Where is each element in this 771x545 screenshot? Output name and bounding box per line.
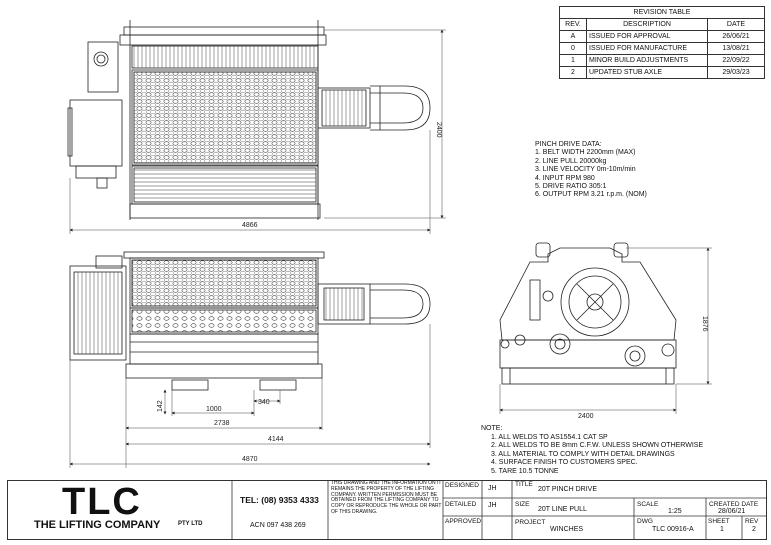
project-label: PROJECT <box>515 519 546 526</box>
title-block-grid <box>231 480 767 540</box>
approved-label: APPROVED <box>445 518 482 525</box>
dim-340: 340 <box>258 399 270 406</box>
dim-1000: 1000 <box>206 406 222 413</box>
rev-cell: A <box>559 30 587 43</box>
company-name: THE LIFTING COMPANY <box>34 519 161 531</box>
table-row: 1 MINOR BUILD ADJUSTMENTS 22/09/22 <box>559 54 765 67</box>
dimension-labels: 4866 2400 142 1000 340 2738 4144 4870 24… <box>157 122 708 463</box>
revision-header-row: REV. DESCRIPTION DATE <box>559 18 765 31</box>
top-view <box>67 20 431 220</box>
pinch-item: 1. BELT WIDTH 2200mm (MAX) <box>535 149 636 157</box>
created-label: CREATED DATE <box>709 501 759 508</box>
description-cell: MINOR BUILD ADJUSTMENTS <box>586 54 708 67</box>
project-value: WINCHES <box>550 526 584 533</box>
scale-label: SCALE <box>637 501 659 508</box>
company-acn: ACN 097 438 269 <box>250 522 306 529</box>
size-label: SIZE <box>515 501 530 508</box>
pinch-item: 5. DRIVE RATIO 305:1 <box>535 183 607 191</box>
header-description: DESCRIPTION <box>586 18 708 31</box>
created-value: 28/06/21 <box>718 508 746 515</box>
dwg-label: DWG <box>637 518 653 525</box>
detailed-value: JH <box>488 502 497 509</box>
revision-table: REVISION TABLE REV. DESCRIPTION DATE A I… <box>559 6 765 79</box>
pinch-item: 3. LINE VELOCITY 0m-10m/min <box>535 166 636 174</box>
note-item: 2. ALL WELDS TO BE 8mm C.F.W. UNLESS SHO… <box>491 442 704 450</box>
pinch-item: 2. LINE PULL 20000kg <box>535 157 607 165</box>
dim-4144: 4144 <box>268 436 284 443</box>
front-view <box>69 251 431 391</box>
rev-cell: 1 <box>559 54 587 67</box>
disclaimer: THIS DRAWING AND THE INFORMATION ON IT R… <box>331 480 442 515</box>
dim-side-width: 2400 <box>578 413 594 420</box>
title-label: TITLE <box>515 481 533 488</box>
designed-label: DESIGNED <box>445 482 479 489</box>
pinch-drive-data: PINCH DRIVE DATA:1. BELT WIDTH 2200mm (M… <box>535 141 647 200</box>
table-row: 2 UPDATED STUB AXLE 29/03/23 <box>559 66 765 79</box>
table-row: 0 ISSUED FOR MANUFACTURE 13/08/21 <box>559 42 765 55</box>
size-value: 20T LINE PULL <box>538 506 587 513</box>
revision-table-title: REVISION TABLE <box>559 6 765 19</box>
notes-title: NOTE: <box>481 425 503 432</box>
rev-cell: 0 <box>559 42 587 55</box>
title-block <box>7 480 767 540</box>
sheet-label: SHEET <box>708 518 730 525</box>
detailed-label: DETAILED <box>445 501 477 508</box>
dwg-value: TLC 00916-A <box>652 526 694 533</box>
dim-top-width: 4866 <box>242 222 258 229</box>
note-item: 3. ALL MATERIAL TO COMPLY WITH DETAIL DR… <box>491 450 675 458</box>
dim-2738: 2738 <box>214 420 230 427</box>
rev-label: REV <box>745 518 759 525</box>
dim-top-height: 2400 <box>435 122 442 138</box>
dimension-lines <box>69 29 712 468</box>
date-cell: 13/08/21 <box>707 42 765 55</box>
rev-value: 2 <box>752 526 756 533</box>
designed-value: JH <box>488 485 497 492</box>
sheet-value: 1 <box>720 526 724 533</box>
date-cell: 29/03/23 <box>707 66 765 79</box>
pinch-drive-title: PINCH DRIVE DATA: <box>535 141 602 148</box>
side-view <box>499 242 677 385</box>
drawing-title: 20T PINCH DRIVE <box>538 486 597 493</box>
scale-value: 1:25 <box>668 508 682 515</box>
note-item: 1. ALL WELDS TO AS1554.1 CAT SP <box>491 433 608 441</box>
header-rev: REV. <box>559 18 587 31</box>
note-item: 5. TARE 10.5 TONNE <box>491 467 559 475</box>
company-pty: PTY LTD <box>178 521 203 527</box>
dim-4870: 4870 <box>242 456 258 463</box>
rev-cell: 2 <box>559 66 587 79</box>
company-phone: TEL: (08) 9353 4333 <box>240 495 319 505</box>
description-cell: ISSUED FOR APPROVAL <box>586 30 708 43</box>
description-cell: UPDATED STUB AXLE <box>586 66 708 79</box>
description-cell: ISSUED FOR MANUFACTURE <box>586 42 708 55</box>
date-cell: 26/06/21 <box>707 30 765 43</box>
date-cell: 22/09/22 <box>707 54 765 67</box>
pinch-item: 6. OUTPUT RPM 3.21 r.p.m. (NOM) <box>535 191 647 199</box>
pinch-item: 4. INPUT RPM 980 <box>535 174 595 182</box>
table-row: A ISSUED FOR APPROVAL 26/06/21 <box>559 30 765 43</box>
note-item: 4. SURFACE FINISH TO CUSTOMERS SPEC. <box>491 459 638 467</box>
dim-142: 142 <box>157 400 164 412</box>
dim-side-height: 1876 <box>701 316 708 332</box>
header-date: DATE <box>707 18 765 31</box>
company-logo: TLC <box>62 481 142 523</box>
